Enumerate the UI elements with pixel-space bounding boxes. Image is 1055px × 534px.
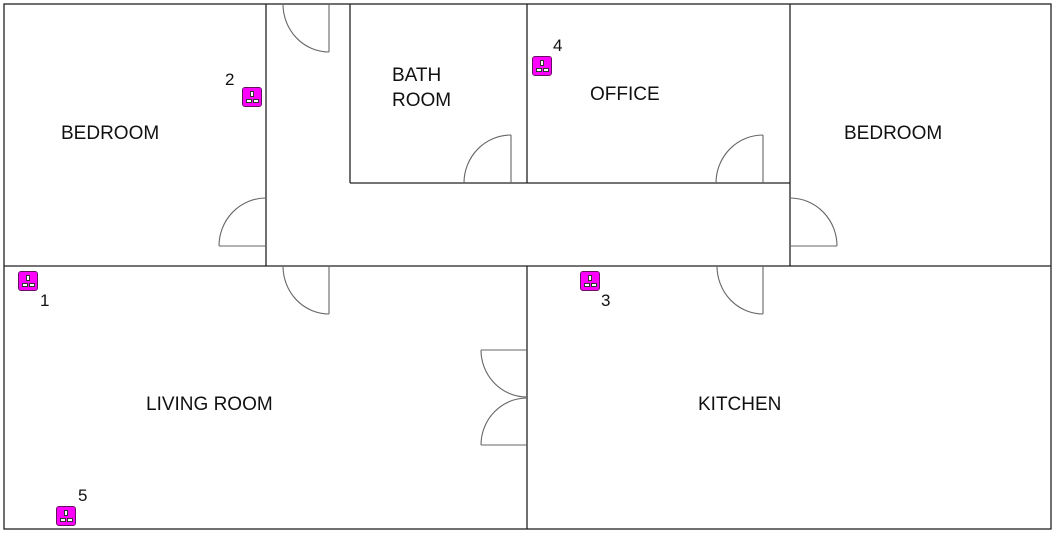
power-socket-icon[interactable] [56, 506, 76, 526]
socket-pin-icon [588, 275, 592, 281]
socket-pin-icon [540, 60, 544, 66]
door-bedroom-right [789, 197, 838, 247]
socket-pin-icon [67, 518, 73, 522]
socket-pin-icon [22, 283, 28, 287]
door-corridor-top [282, 3, 330, 53]
socket-pin-icon [60, 518, 66, 522]
door-bathroom [463, 134, 512, 184]
socket-pin-icon [250, 91, 254, 97]
power-socket-icon[interactable] [242, 87, 262, 107]
room-label-office: OFFICE [590, 84, 660, 105]
door-kitchen [716, 265, 764, 315]
double-door-living-kitchen [480, 349, 528, 446]
room-label-living-room: LIVING ROOM [146, 394, 273, 415]
room-label-bedroom-right: BEDROOM [844, 123, 943, 144]
socket-number-1: 1 [40, 291, 50, 310]
power-socket-icon[interactable] [532, 56, 552, 76]
socket-pin-icon [591, 283, 597, 287]
socket-pin-icon [26, 275, 30, 281]
door-bedroom-left [218, 197, 267, 247]
socket-pin-icon [29, 283, 35, 287]
socket-number-2: 2 [225, 70, 235, 89]
socket-number-3: 3 [601, 291, 611, 310]
socket-pin-icon [253, 99, 259, 103]
power-socket-icon[interactable] [580, 271, 600, 291]
power-socket-icon[interactable] [18, 271, 38, 291]
socket-number-5: 5 [78, 486, 88, 505]
room-label-bathroom: BATH ROOM [392, 65, 452, 111]
socket-pin-icon [64, 510, 68, 516]
door-living-room [282, 265, 330, 315]
room-label-bedroom-left: BEDROOM [61, 123, 160, 144]
room-label-kitchen: KITCHEN [698, 394, 782, 415]
socket-pin-icon [536, 68, 542, 72]
socket-pin-icon [246, 99, 252, 103]
socket-number-4: 4 [553, 36, 563, 55]
socket-pin-icon [584, 283, 590, 287]
socket-pin-icon [543, 68, 549, 72]
door-office [715, 134, 764, 184]
